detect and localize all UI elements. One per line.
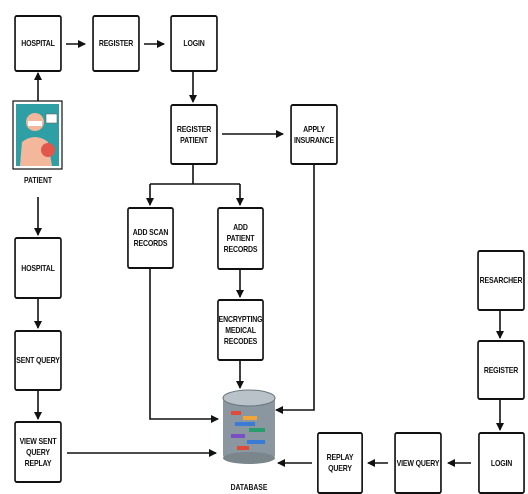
node-add-scan-records: ADD SCAN RECORDS bbox=[127, 207, 174, 269]
db-stripe-6 bbox=[247, 440, 265, 444]
node-register-patient: REGISTER PATIENT bbox=[170, 104, 218, 165]
node-replay-query: REPLAY QUERY bbox=[317, 432, 363, 494]
db-stripe-1 bbox=[231, 411, 241, 415]
node-register-top: REGISTER bbox=[92, 15, 140, 72]
node-add-patient-records: ADD PATIENT RECORDS bbox=[217, 207, 264, 270]
database-icon bbox=[223, 390, 275, 464]
node-register-right: REGISTER bbox=[477, 340, 525, 400]
node-resarcher: RESARCHER bbox=[477, 250, 525, 311]
patient-badge bbox=[41, 143, 55, 157]
node-encrypting-medical-recodes: ENCRYPTING MEDICAL RECODES bbox=[217, 299, 264, 361]
node-login-right: LOGIN bbox=[478, 432, 525, 494]
node-view-sent-query-replay: VIEW SENT QUERY REPLAY bbox=[14, 421, 62, 483]
db-stripe-7 bbox=[237, 446, 249, 450]
db-stripe-5 bbox=[231, 434, 245, 438]
node-hospital-top: HOSPITAL bbox=[14, 15, 62, 72]
db-stripe-4 bbox=[249, 428, 265, 432]
arrow-add-scan-to-database bbox=[150, 269, 218, 419]
arrow-insurance-to-database bbox=[276, 165, 314, 410]
patient-mask bbox=[28, 121, 42, 126]
patient-icon bbox=[13, 101, 62, 169]
db-stripe-3 bbox=[235, 422, 255, 426]
node-view-query: VIEW QUERY bbox=[394, 432, 442, 494]
patient-label: PATIENT bbox=[17, 176, 60, 185]
branch-register-patient-fork bbox=[150, 165, 240, 184]
database-label: DATABASE bbox=[224, 483, 275, 492]
node-hospital-left: HOSPITAL bbox=[14, 237, 62, 299]
node-sent-query: SENT QUERY bbox=[14, 330, 62, 391]
node-apply-insurance: APPLY INSURANCE bbox=[290, 104, 338, 165]
db-stripe-2 bbox=[243, 416, 257, 420]
node-login-top: LOGIN bbox=[170, 15, 218, 72]
